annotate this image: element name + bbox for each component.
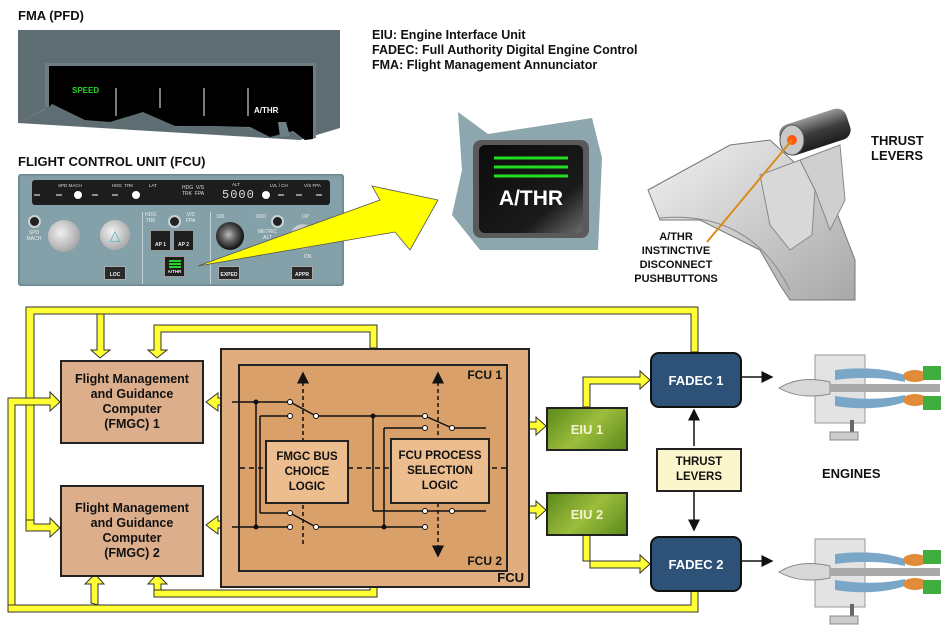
display-alt-value: 5000 — [222, 188, 255, 202]
abbreviation-legend: EIU: Engine Interface Unit FADEC: Full A… — [372, 28, 638, 73]
athr-closeup-label: A/THR — [498, 187, 564, 210]
fadec2-box: FADEC 2 — [650, 536, 742, 592]
loc-button[interactable]: LOC — [104, 266, 126, 280]
lvl-ch-dot — [262, 191, 270, 199]
fcu2-label: FCU 2 — [467, 554, 502, 568]
legend-fma: FMA: Flight Management Annunciator — [372, 58, 598, 72]
display-hdg-trk: HDG TRK — [112, 183, 134, 188]
fadec1-box: FADEC 1 — [650, 352, 742, 408]
zoom-callout-arrow — [197, 185, 439, 267]
engines-label: ENGINES — [822, 466, 881, 481]
athr-button[interactable]: A/THR — [164, 256, 185, 277]
fcu-panel: SPD MACH HDG TRK LAT HDG V/S TRK FPA ALT… — [18, 174, 344, 286]
lat-dot — [132, 191, 140, 199]
fma-athr-mode: A/THR — [254, 106, 279, 115]
alt-1000-label: 1000 — [255, 214, 267, 220]
ap2-button[interactable]: AP 2 — [173, 230, 194, 251]
fcu-divider — [142, 212, 143, 284]
legend-eiu: EIU: Engine Interface Unit — [372, 28, 526, 42]
dn-label: DN — [304, 254, 312, 260]
exped-button[interactable]: EXPED — [218, 266, 240, 280]
display-lvl-ch: LVL / CH — [270, 183, 288, 188]
legend-fadec: FADEC: Full Authority Digital Engine Con… — [372, 43, 638, 57]
display-alt-label: ALT — [232, 182, 240, 187]
eiu1-box: EIU 1 — [546, 407, 628, 451]
hdg-vs-trk-fpa-button[interactable] — [168, 215, 181, 228]
heading-knob[interactable]: △ — [100, 220, 130, 250]
fcu-block-label: FCU — [497, 570, 524, 585]
athr-closeup-lights — [494, 156, 568, 178]
display-hdg-vs: HDG V/S — [182, 185, 204, 191]
fma-speed-mode: SPEED — [72, 86, 100, 95]
disconnect-callout-label: A/THR INSTINCTIVE DISCONNECT PUSHBUTTONS — [634, 231, 718, 285]
fcu1-label: FCU 1 — [467, 368, 502, 382]
fma-title: FMA (PFD) — [18, 8, 84, 23]
ap1-button[interactable]: AP 1 — [150, 230, 171, 251]
fma-display — [18, 30, 340, 140]
fcu-divider — [210, 212, 211, 284]
up-label: UP — [302, 214, 309, 220]
fcu-display: SPD MACH HDG TRK LAT HDG V/S TRK FPA ALT… — [32, 180, 330, 205]
display-vs-fpa: V/S FPA — [304, 183, 321, 188]
spd-dot — [74, 191, 82, 199]
display-spd-mach: SPD MACH — [58, 183, 82, 188]
speed-knob[interactable] — [48, 220, 80, 252]
thrust-lever-illustration — [647, 108, 856, 301]
metric-alt-button[interactable] — [271, 215, 284, 228]
yellow-buses — [7, 306, 699, 613]
appr-button[interactable]: APPR — [291, 266, 313, 280]
display-lat: LAT — [149, 183, 157, 188]
alt-100-label: 100 — [216, 214, 225, 220]
fma-screen — [49, 66, 313, 140]
triangle-icon: △ — [109, 226, 121, 243]
fcu-panel-title: FLIGHT CONTROL UNIT (FCU) — [18, 154, 206, 169]
callout-beam — [197, 185, 439, 267]
engine-1 — [778, 354, 941, 441]
athr-closeup — [452, 112, 602, 250]
fma-tab — [278, 122, 290, 137]
engine-2 — [778, 538, 941, 625]
engines-illustration — [778, 354, 941, 625]
spd-mach-button[interactable] — [28, 215, 41, 228]
eiu2-box: EIU 2 — [546, 492, 628, 536]
display-trk-fpa: TRK FPA — [182, 191, 205, 197]
altitude-knob[interactable] — [216, 222, 244, 250]
athr-active-light — [169, 260, 181, 262]
callout-leader-line — [706, 139, 793, 243]
